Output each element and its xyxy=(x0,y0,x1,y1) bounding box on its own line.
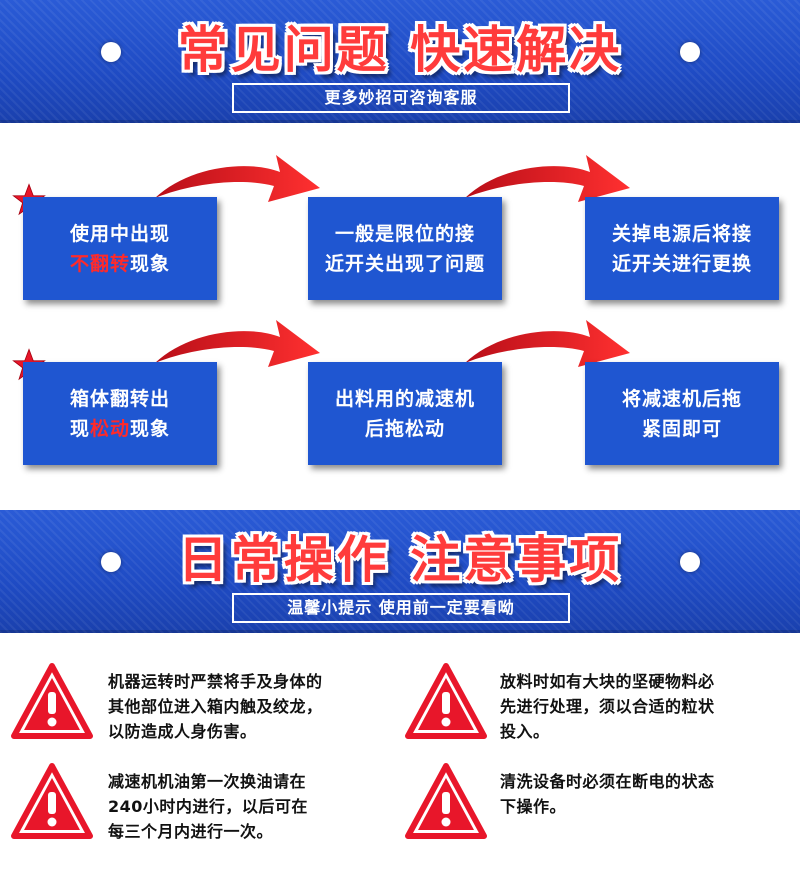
card-text: 箱体翻转出 xyxy=(69,387,170,410)
card-text: 一般是限位的接 xyxy=(334,222,475,245)
problem-card-reason-1: 一般是限位的接 近开关出现了问题 xyxy=(308,197,502,300)
warning-triangle-icon xyxy=(11,763,93,839)
problem-card-solution-1: 关掉电源后将接 近开关进行更换 xyxy=(585,197,779,300)
problem-card-reason-2: 出料用的减速机 后拖松动 xyxy=(308,362,502,465)
header-banner-notice: 日常操作 注意事项 温馨小提示 使用前一定要看呦 xyxy=(0,510,800,633)
bullet-dot-left xyxy=(101,42,121,62)
notice-text-2: 放料时如有大块的坚硬物料必 先进行处理，须以合适的粒状 投入。 xyxy=(500,669,790,744)
card-text: 现象 xyxy=(130,252,171,275)
problem-card-cause-2: 箱体翻转出 现松动现象 xyxy=(23,362,217,465)
notice-line: 减速机机油第一次换油请在 xyxy=(108,772,307,791)
card-text: 出料用的减速机 xyxy=(334,387,475,410)
card-text-highlight: 不翻转 xyxy=(69,252,130,275)
curved-arrow-icon xyxy=(155,320,320,367)
notice-text-1: 机器运转时严禁将手及身体的 其他部位进入箱内触及绞龙， 以防造成人身伤害。 xyxy=(108,669,398,744)
notice-line: 每三个月内进行一次。 xyxy=(108,822,274,841)
card-text: 近开关出现了问题 xyxy=(324,252,485,275)
notice-line: 240小时内进行，以后可在 xyxy=(108,797,308,816)
card-text: 近开关进行更换 xyxy=(611,252,752,275)
notice-line: 下操作。 xyxy=(500,797,567,816)
notice-text-4: 清洗设备时必须在断电的状态 下操作。 xyxy=(500,769,790,819)
warning-triangle-icon xyxy=(405,763,487,839)
card-text: 使用中出现 xyxy=(69,222,170,245)
problem-card-cause-1: 使用中出现 不翻转现象 xyxy=(23,197,217,300)
bullet-dot-right xyxy=(680,552,700,572)
card-text: 紧固即可 xyxy=(641,417,722,440)
bullet-dot-left xyxy=(101,552,121,572)
card-text: 现 xyxy=(69,417,90,440)
notice-line: 机器运转时严禁将手及身体的 xyxy=(108,672,323,691)
card-text: 将减速机后拖 xyxy=(621,387,742,410)
card-text: 后拖松动 xyxy=(364,417,445,440)
section-title-faq: 常见问题 快速解决 xyxy=(177,21,623,79)
section-subtitle-faq: 更多妙招可咨询客服 xyxy=(232,83,570,113)
notice-line: 其他部位进入箱内触及绞龙， xyxy=(108,697,323,716)
curved-arrow-icon xyxy=(155,155,320,202)
section-title-notice: 日常操作 注意事项 xyxy=(177,531,623,589)
warning-triangle-icon xyxy=(405,663,487,739)
notice-line: 清洗设备时必须在断电的状态 xyxy=(500,772,715,791)
notice-line: 以防造成人身伤害。 xyxy=(108,722,257,741)
notice-text-3: 减速机机油第一次换油请在 240小时内进行，以后可在 每三个月内进行一次。 xyxy=(108,769,398,844)
problem-card-solution-2: 将减速机后拖 紧固即可 xyxy=(585,362,779,465)
notice-line: 放料时如有大块的坚硬物料必 xyxy=(500,672,715,691)
section-subtitle-notice: 温馨小提示 使用前一定要看呦 xyxy=(232,593,570,623)
bullet-dot-right xyxy=(680,42,700,62)
notice-line: 先进行处理，须以合适的粒状 xyxy=(500,697,715,716)
curved-arrow-icon xyxy=(465,320,630,367)
notice-line: 投入。 xyxy=(500,722,550,741)
warning-triangle-icon xyxy=(11,663,93,739)
card-text: 关掉电源后将接 xyxy=(611,222,752,245)
curved-arrow-icon xyxy=(465,155,630,202)
card-text-highlight: 松动 xyxy=(89,417,130,440)
header-banner-faq: 常见问题 快速解决 更多妙招可咨询客服 xyxy=(0,0,800,123)
card-text: 现象 xyxy=(130,417,171,440)
